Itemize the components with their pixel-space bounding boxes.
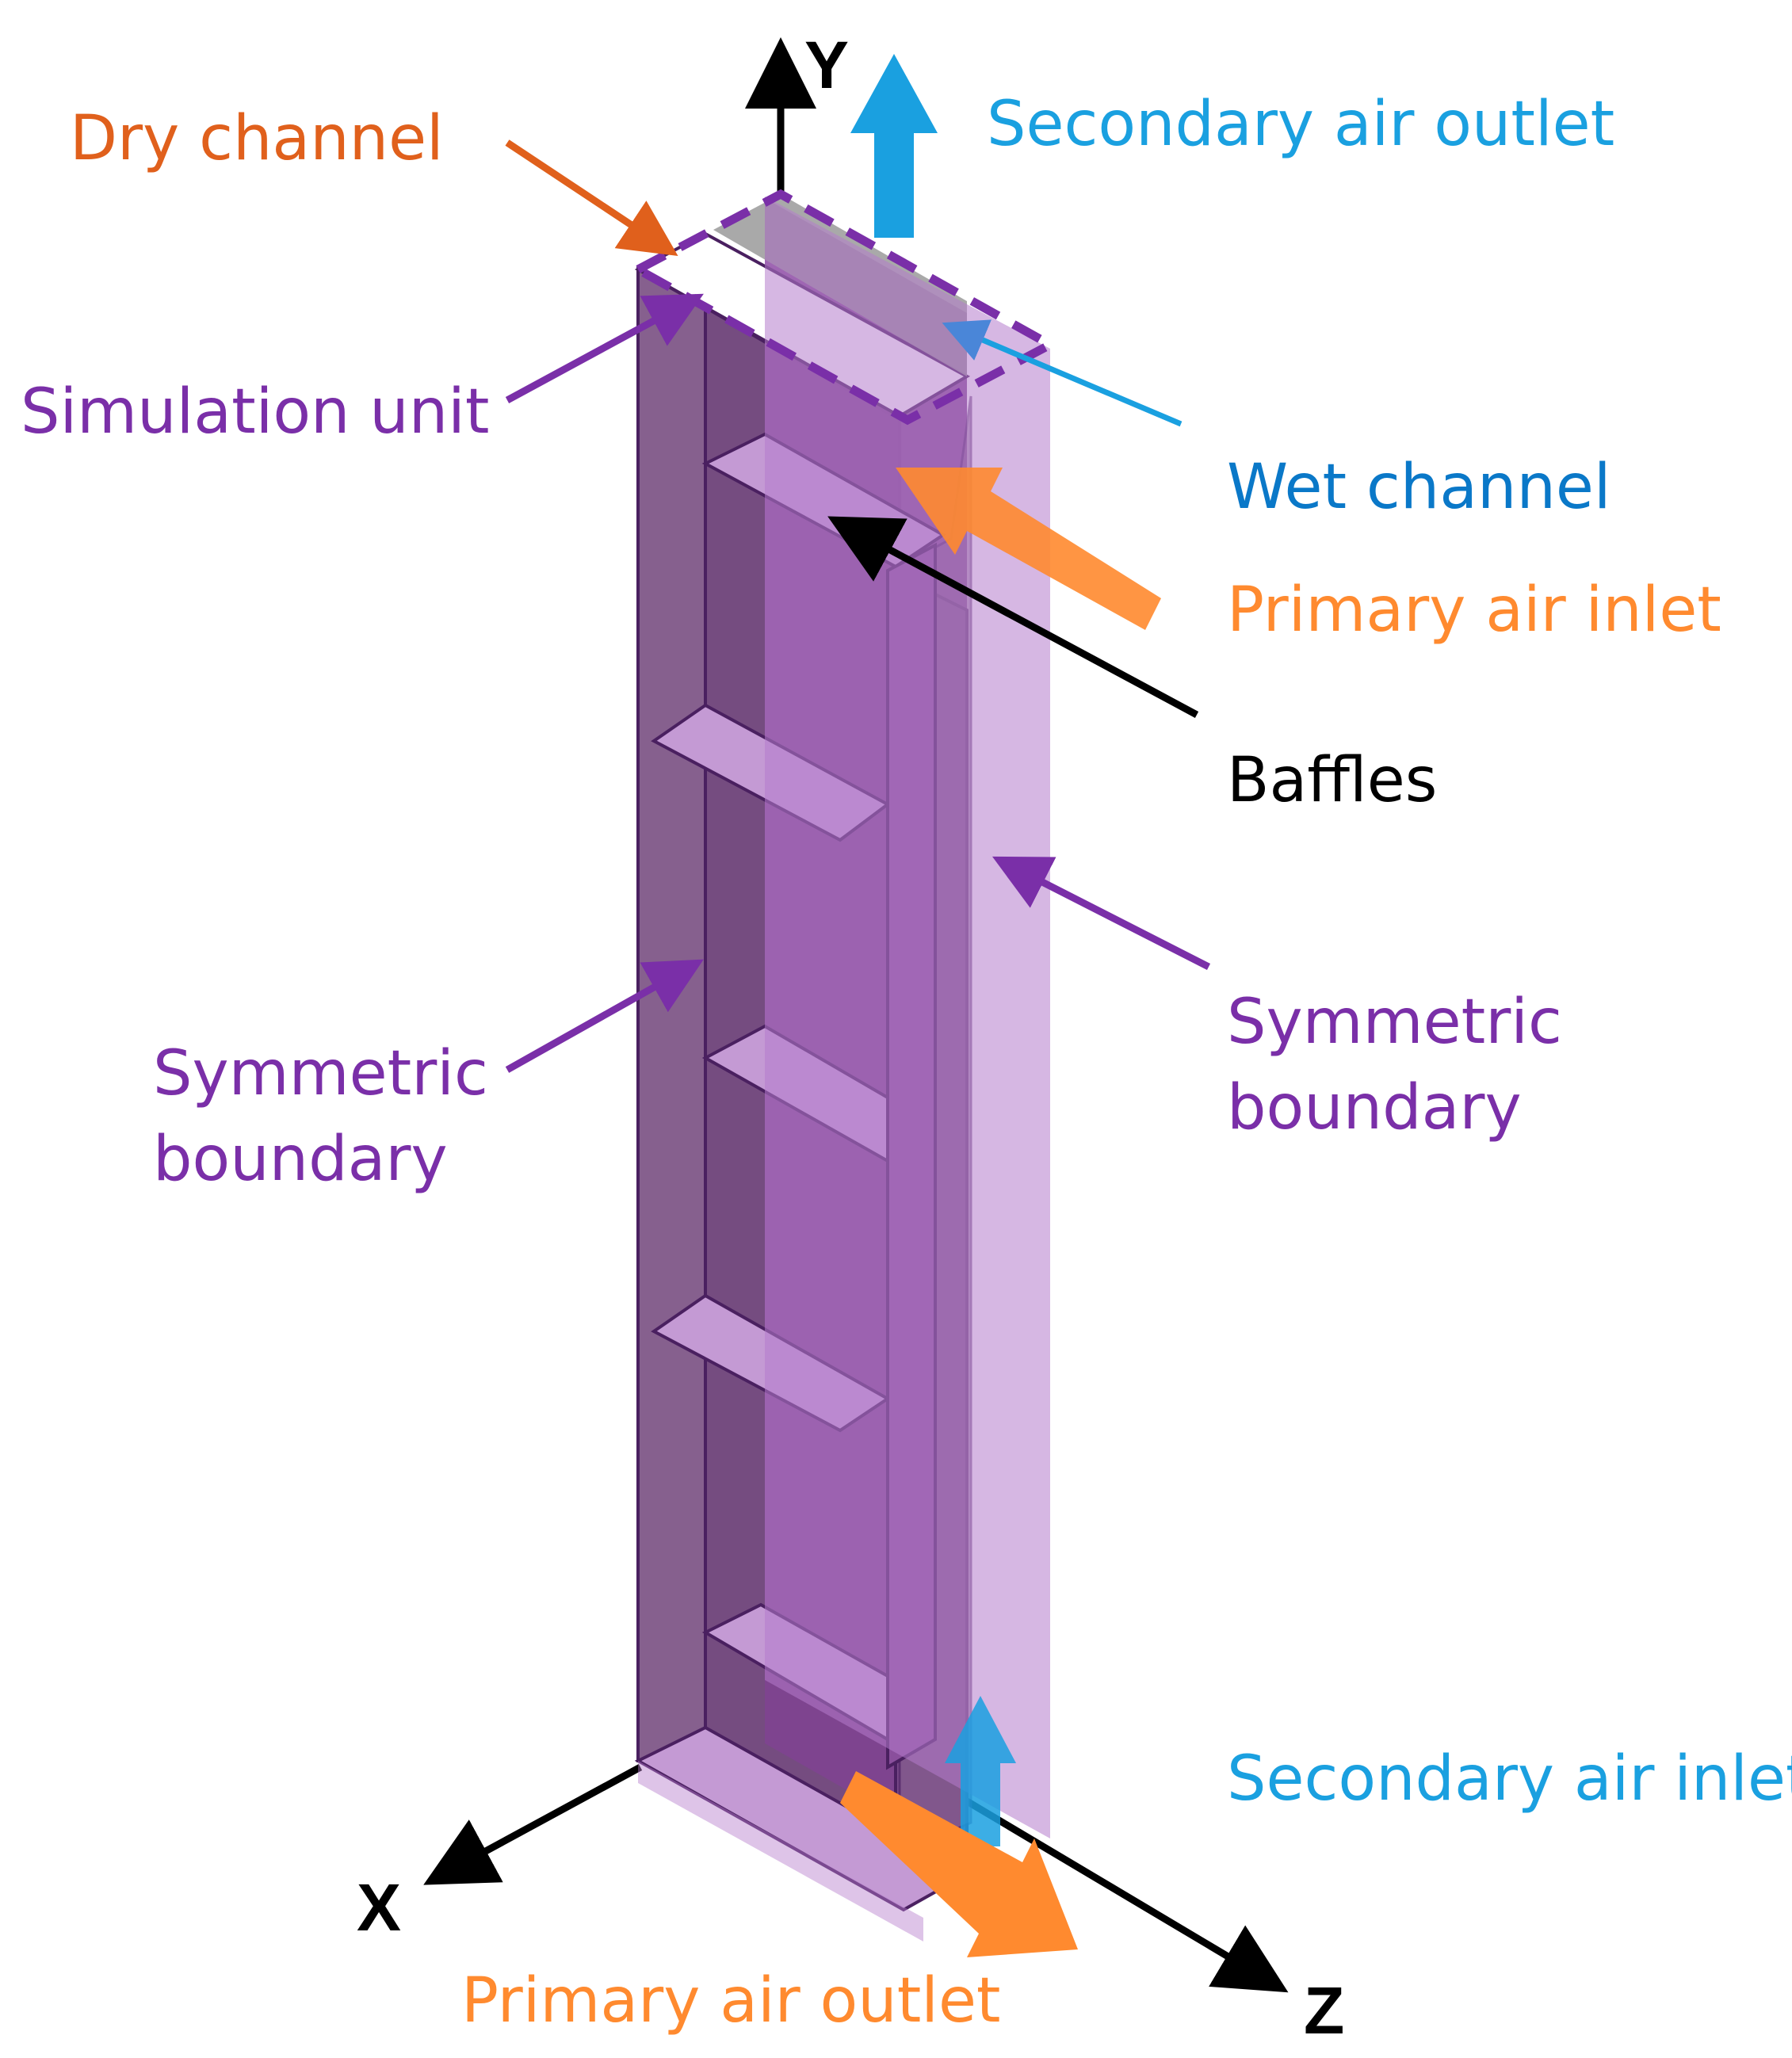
- symmetric-right-pointer: [992, 856, 1211, 971]
- wet-channel-label: Wet channel: [1227, 452, 1611, 523]
- simulation-unit-pointer: [505, 293, 704, 403]
- secondary-inlet-arrow: [945, 1696, 1016, 1846]
- callout-arrows: [505, 139, 1211, 1073]
- simulation-unit-outline: [629, 189, 1060, 426]
- x-axis-line: [423, 1764, 643, 1885]
- secondary-air-inlet-label: Secondary air inlet: [1227, 1743, 1792, 1815]
- axes: [423, 37, 1289, 1993]
- symmetric-plane-left: [638, 1761, 923, 1942]
- baffles-pointer: [827, 516, 1199, 718]
- y-axis-label: Y: [804, 28, 850, 102]
- symmetric-boundary-left-line2: boundary: [153, 1124, 448, 1195]
- z-axis-label: Z: [1304, 1973, 1345, 2048]
- dry-channel-label: Dry channel: [70, 103, 444, 174]
- secondary-outlet-arrow: [850, 54, 938, 238]
- simulation-unit-label: Simulation unit: [21, 376, 490, 448]
- x-axis-label: X: [357, 1870, 402, 1945]
- primary-inlet-arrow: [896, 468, 1161, 630]
- primary-outlet-arrow: [840, 1771, 1078, 1957]
- secondary-air-outlet-label: Secondary air outlet: [987, 89, 1615, 160]
- dry-channel-pointer: [505, 139, 678, 256]
- symmetric-left-pointer: [505, 959, 704, 1073]
- symmetric-boundary-left-line1: Symmetric: [153, 1038, 488, 1109]
- primary-air-inlet-label: Primary air inlet: [1227, 575, 1721, 646]
- primary-air-outlet-label: Primary air outlet: [461, 1965, 1001, 2037]
- symmetric-plane-right: [765, 197, 1050, 1838]
- symmetric-boundary-right-line1: Symmetric: [1227, 987, 1562, 1058]
- left-wall: [636, 266, 707, 1762]
- z-axis-line: [961, 1796, 1289, 1993]
- symmetric-boundary-right-line2: boundary: [1227, 1072, 1522, 1144]
- flow-arrows: [840, 54, 1161, 1957]
- wet-channel-pointer: [942, 319, 1183, 427]
- baffles-label: Baffles: [1227, 745, 1438, 816]
